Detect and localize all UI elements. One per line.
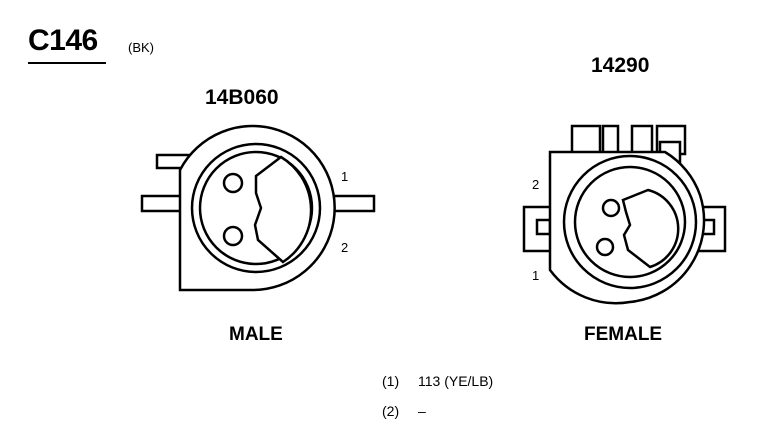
female-part-number: 14290 — [591, 54, 650, 77]
connector-color-code: (BK) — [128, 40, 154, 55]
connector-id: C146 — [28, 24, 98, 57]
male-pin-1-label: 1 — [341, 169, 349, 184]
female-pin-1-label: 1 — [532, 268, 540, 283]
connector-id-underline — [28, 62, 106, 64]
male-pin-2-label: 2 — [341, 240, 349, 255]
male-label: MALE — [229, 324, 283, 345]
circuit-1-pin: (1) — [382, 373, 400, 389]
female-pin-2-label: 2 — [532, 177, 540, 192]
circuit-1-value: 113 (YE/LB) — [418, 373, 494, 389]
circuit-2-value: – — [418, 403, 426, 419]
male-part-number: 14B060 — [205, 86, 279, 109]
circuit-2-pin: (2) — [382, 403, 400, 419]
female-connector-face — [522, 124, 727, 305]
male-connector-face — [140, 124, 376, 292]
female-label: FEMALE — [584, 324, 663, 345]
